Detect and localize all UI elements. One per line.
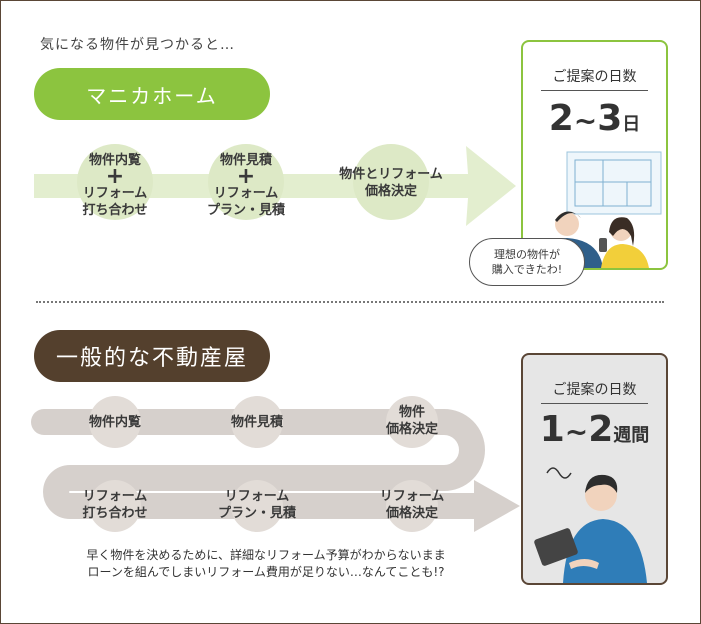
- manica-result-rule: [541, 90, 648, 91]
- general-row1-circle-3: [386, 396, 438, 448]
- general-agency-label: 一般的な不動産屋: [34, 330, 270, 382]
- manica-step-circle-1: [77, 144, 153, 220]
- general-row1-circle-2: [231, 396, 283, 448]
- worried-man-illustration: [534, 467, 647, 583]
- general-step-4: リフォーム打ち合わせ: [82, 489, 148, 521]
- general-flow-graphic: [31, 396, 520, 532]
- section-divider: [36, 301, 664, 303]
- warning-note: 早く物件を決めるために、詳細なリフォーム予算がわからないまま ローンを組んでしま…: [86, 548, 446, 579]
- manica-step-3: 物件とリフォーム 価格決定: [339, 167, 443, 199]
- general-result-label: ご提案の日数: [552, 382, 637, 398]
- general-flow-arrowhead: [474, 480, 520, 532]
- general-row2-circle-3: [386, 480, 438, 532]
- general-step-2: 物件見積: [230, 415, 283, 430]
- general-row1-circle-1: [89, 396, 141, 448]
- general-result-value: 1~2週間: [539, 409, 650, 450]
- general-result-rule: [541, 403, 648, 404]
- general-step-3: 物件価格決定: [385, 405, 438, 437]
- manica-flow-graphic: [34, 144, 516, 226]
- speech-bubble: 理想の物件が購入できたわ!: [469, 238, 585, 286]
- manica-home-label: マニカホーム: [34, 68, 270, 120]
- general-step-6: リフォーム価格決定: [379, 489, 445, 521]
- general-step-5: リフォームプラン・見積: [217, 489, 296, 521]
- worry-squiggle-icon: [546, 467, 572, 479]
- manica-result-card: ご提案の日数 2~3日: [521, 40, 668, 270]
- manica-step-circle-3: [353, 144, 429, 220]
- general-step-1: 物件内覧: [88, 415, 141, 430]
- general-flow-track: [31, 409, 491, 519]
- general-row2-circle-2: [231, 480, 283, 532]
- manica-result-value: 2~3日: [548, 98, 641, 139]
- manica-step-2: 物件見積 + リフォーム プラン・見積: [206, 153, 285, 218]
- manica-step-circle-2: [208, 144, 284, 220]
- general-row2-circle-1: [89, 480, 141, 532]
- manica-step-1: 物件内覧 + リフォーム 打ち合わせ: [82, 153, 148, 218]
- manica-result-label: ご提案の日数: [552, 69, 637, 85]
- intro-text: 気になる物件が見つかると…: [40, 37, 235, 53]
- general-result-card: ご提案の日数 1~2週間: [521, 353, 668, 585]
